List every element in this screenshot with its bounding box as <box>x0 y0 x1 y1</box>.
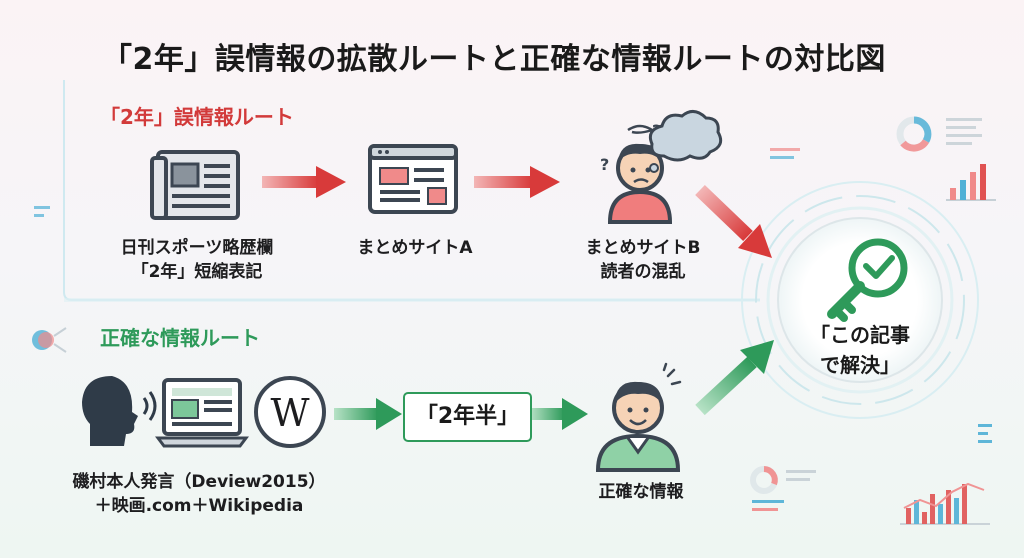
deco-donut-chart-icon <box>896 116 982 152</box>
site-a-caption: まとめサイトA <box>340 236 490 260</box>
svg-text:?: ? <box>600 155 609 174</box>
source-caption: 磯村本人発言（Deview2015） ＋映画.com＋Wikipedia <box>54 470 344 518</box>
red-arrow-2 <box>474 166 560 198</box>
source-caption-line-2: ＋映画.com＋Wikipedia <box>94 496 304 516</box>
svg-text:W: W <box>270 391 309 435</box>
wrong-route-heading: 「2年」誤情報ルート <box>100 105 294 129</box>
hub-label: 「この記事 で解決」 <box>800 320 920 380</box>
wikipedia-icon: W <box>254 376 326 448</box>
red-diagonal-arrow <box>695 184 772 258</box>
red-arrow-1 <box>262 166 346 198</box>
laptop-icon <box>155 378 249 448</box>
deco-lines-left <box>34 148 800 217</box>
green-diagonal-arrow <box>695 340 774 416</box>
hub-label-line-1: 「この記事 <box>810 323 910 347</box>
hub-label-line-2: で解決」 <box>820 353 900 377</box>
speaking-person-icon <box>82 376 157 446</box>
newspaper-caption: 日刊スポーツ略歴欄 「2年」短縮表記 <box>112 236 282 284</box>
site-b-caption-line-2: 読者の混乱 <box>600 262 686 282</box>
page-title: 「2年」誤情報の拡散ルートと正確な情報ルートの対比図 <box>102 42 886 77</box>
green-arrow-1 <box>334 398 402 430</box>
newspaper-icon <box>150 150 240 220</box>
two-and-half-years-box: 「2年半」 <box>403 392 532 442</box>
deco-bar-chart-icon <box>946 164 996 201</box>
newspaper-caption-line-1: 日刊スポーツ略歴欄 <box>120 238 274 258</box>
hub-rings <box>741 181 979 419</box>
deco-bottom-charts <box>750 424 992 525</box>
happy-person-icon <box>595 362 682 472</box>
site-b-caption: まとめサイトB 読者の混乱 <box>568 236 718 284</box>
newspaper-caption-line-2: 「2年」短縮表記 <box>131 262 263 282</box>
accurate-info-caption: 正確な情報 <box>566 480 716 504</box>
deco-node-icon <box>32 327 67 353</box>
web-page-icon <box>368 144 458 214</box>
thought-cloud-icon <box>648 110 723 173</box>
site-a-caption-line-1: まとめサイトA <box>357 238 473 258</box>
right-route-heading: 正確な情報ルート <box>100 326 260 350</box>
site-b-caption-line-1: まとめサイトB <box>585 238 701 258</box>
source-caption-line-1: 磯村本人発言（Deview2015） <box>72 472 326 492</box>
green-arrow-2 <box>530 398 588 430</box>
key-check-icon <box>827 238 908 322</box>
accurate-info-caption-line-1: 正確な情報 <box>598 482 684 502</box>
